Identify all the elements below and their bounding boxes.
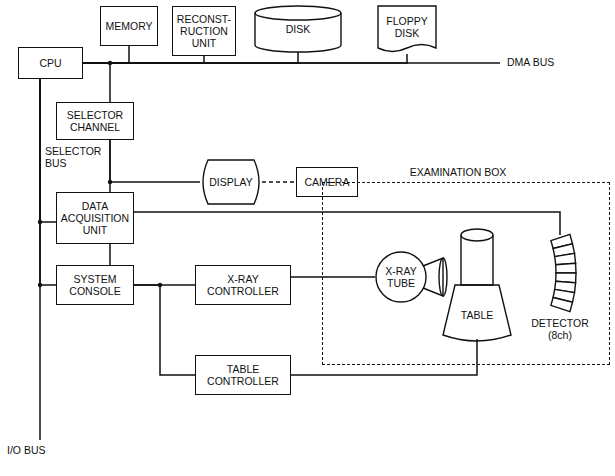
- node-label: FLOPPY DISK: [378, 15, 436, 39]
- disk-cylinder: DISK: [255, 6, 341, 52]
- connector: [134, 285, 195, 375]
- connector: [83, 63, 110, 102]
- text-area: TABLE: [447, 297, 507, 333]
- outline-stroke: [439, 258, 447, 296]
- node-label: SYSTEM CONSOLE: [60, 273, 130, 297]
- connector: [110, 140, 200, 182]
- node-label: TABLE CONTROLLER: [199, 363, 287, 387]
- patient-table-outline: [441, 225, 513, 343]
- controller-box: X-RAY CONTROLLER: [195, 265, 291, 305]
- connector: [262, 181, 296, 183]
- outline-stroke: [551, 298, 573, 312]
- channel-box: SELECTOR CHANNEL: [56, 102, 134, 140]
- node-label: DETECTOR (8ch): [521, 317, 599, 341]
- connector: [83, 56, 204, 63]
- bus-label: DMA BUS: [506, 56, 578, 68]
- connector: [134, 212, 560, 235]
- connector: [291, 339, 477, 375]
- bus-label: SELECTOR BUS: [44, 145, 106, 169]
- text-area: FLOPPY DISK: [378, 8, 436, 46]
- console-box: SYSTEM CONSOLE: [56, 265, 134, 305]
- bus-label: I/O BUS: [6, 444, 68, 456]
- node-label: EXAMINATION BOX: [410, 166, 507, 178]
- node-label: RECONST- RUCTION UNIT: [176, 13, 232, 49]
- outline-stroke: [376, 252, 426, 302]
- display-screen: DISPLAY: [200, 160, 262, 204]
- xray-tube: X-RAY TUBE: [375, 251, 447, 303]
- node-label: CPU: [39, 57, 61, 69]
- outline-stroke: [556, 263, 576, 273]
- connector: [109, 140, 111, 192]
- patient-table: TABLE: [441, 225, 513, 343]
- junction-dots: [38, 61, 162, 287]
- outline-stroke: [461, 235, 493, 285]
- node-label: X-RAY CONTROLLER: [199, 273, 287, 297]
- node-label: DISPLAY: [209, 176, 253, 188]
- text-area: EXAMINATION BOX: [373, 164, 543, 180]
- node-label: X-RAY TUBE: [376, 265, 426, 289]
- processor-box: CPU: [18, 47, 83, 79]
- node-label: MEMORY: [105, 20, 152, 32]
- acquisition-box: DATA ACQUISITION UNIT: [56, 192, 134, 244]
- connector: [83, 54, 407, 63]
- outline-stroke: [378, 6, 436, 52]
- controller-box: TABLE CONTROLLER: [195, 355, 291, 395]
- node-label: TABLE: [461, 309, 493, 321]
- outline-stroke: [255, 6, 341, 20]
- memory-box: MEMORY: [100, 6, 158, 46]
- outline-stroke: [203, 160, 259, 204]
- node-label: DISK: [286, 23, 311, 35]
- reconstruction-box: RECONST- RUCTION UNIT: [172, 6, 236, 56]
- detector-array: DETECTOR (8ch): [521, 233, 599, 345]
- outline-stroke: [443, 285, 511, 341]
- outline-stroke: [255, 13, 341, 52]
- connector: [291, 276, 375, 278]
- text-area: X-RAY TUBE: [376, 259, 426, 295]
- examination-region: X-RAY TUBETABLEDETECTOR (8ch)EXAMINATION…: [322, 182, 610, 365]
- connector: [83, 46, 129, 63]
- connector: [109, 244, 111, 265]
- node-label: DATA ACQUISITION UNIT: [60, 200, 130, 236]
- text-area: DETECTOR (8ch): [521, 315, 599, 343]
- node-label: SELECTOR CHANNEL: [60, 109, 130, 133]
- floppy-symbol: FLOPPY DISK: [378, 6, 436, 54]
- connector: [40, 79, 56, 285]
- outline-stroke: [461, 229, 493, 241]
